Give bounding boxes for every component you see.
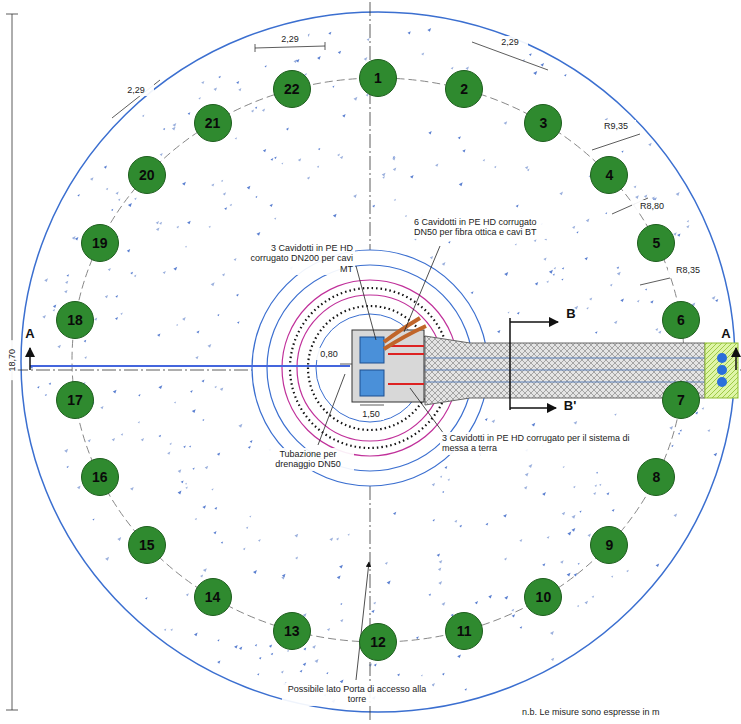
pile-circle: 19 [81, 224, 119, 262]
section-mark: A [22, 326, 38, 343]
dimension: 0,80 [316, 348, 342, 360]
pile-number: 12 [370, 635, 386, 649]
callout-note: 3 Cavidotti in PE HD corrugato DN200 per… [245, 242, 355, 275]
pile-circle: 14 [194, 578, 232, 616]
pile-number: 2 [460, 82, 468, 96]
pile-number: 7 [677, 393, 685, 407]
pile-circle: 3 [524, 104, 562, 142]
callout-note: Possibile lato Porta di accesso alla tor… [282, 683, 432, 706]
pile-circle: 12 [359, 623, 397, 661]
pile-number: 16 [92, 470, 108, 484]
section-mark: A [718, 326, 734, 343]
pile-circle: 8 [637, 458, 675, 496]
pile-number: 5 [652, 236, 660, 250]
pile-number: 4 [605, 168, 613, 182]
pile-number: 13 [284, 624, 300, 638]
dimension: 2,29 [492, 36, 528, 48]
pile-circle: 20 [128, 156, 166, 194]
pile-number: 19 [92, 236, 108, 250]
dimension: 18,70 [6, 340, 18, 380]
pile-circle: 7 [662, 381, 700, 419]
callout-note: 6 Cavidotti in PE HD corrugato DN50 per … [412, 216, 562, 239]
pile-number: 21 [205, 116, 221, 130]
pile-circle: 13 [273, 612, 311, 650]
pile-circle: 16 [81, 458, 119, 496]
pile-number: 8 [652, 470, 660, 484]
pile-circle: 18 [56, 301, 94, 339]
pile-number: 6 [677, 313, 685, 327]
pile-number: 3 [539, 116, 547, 130]
callout-note: Tubazione per drenaggio DN50 [262, 448, 354, 471]
section-mark: B' [560, 398, 580, 415]
pile-number: 14 [205, 590, 221, 604]
pile-number: 22 [284, 82, 300, 96]
pile-circle: 15 [128, 526, 166, 564]
pile-number: 10 [536, 590, 552, 604]
pile-circle: 17 [56, 381, 94, 419]
dimension: 1,50 [358, 408, 384, 420]
pile-number: 9 [605, 538, 613, 552]
pile-circle: 9 [590, 526, 628, 564]
dimension: 2,29 [272, 33, 308, 45]
dimension: 2,29 [118, 84, 154, 96]
note: n.b. Le misure sono espresse in m [520, 706, 725, 718]
dimension: R8,80 [632, 200, 672, 212]
pile-circle: 4 [590, 156, 628, 194]
pile-number: 17 [67, 393, 83, 407]
pile-circle: 10 [524, 578, 562, 616]
pile-circle: 6 [662, 301, 700, 339]
pile-circle: 11 [445, 612, 483, 650]
pile-circle: 21 [194, 104, 232, 142]
pile-number: 11 [457, 624, 472, 638]
section-mark: B [562, 306, 580, 323]
pile-circle: 1 [359, 59, 397, 97]
pile-number: 15 [139, 538, 155, 552]
pile-circle: 5 [637, 224, 675, 262]
pile-circle: 22 [273, 70, 311, 108]
pile-number: 1 [374, 71, 382, 85]
pile-number: 18 [67, 313, 83, 327]
pile-circle: 2 [445, 70, 483, 108]
pile-number: 20 [139, 168, 155, 182]
dimension: R9,35 [596, 120, 636, 132]
dimension: R8,35 [668, 264, 708, 276]
callout-note: 3 Cavidotti in PE HD corrugato per il si… [440, 432, 640, 455]
